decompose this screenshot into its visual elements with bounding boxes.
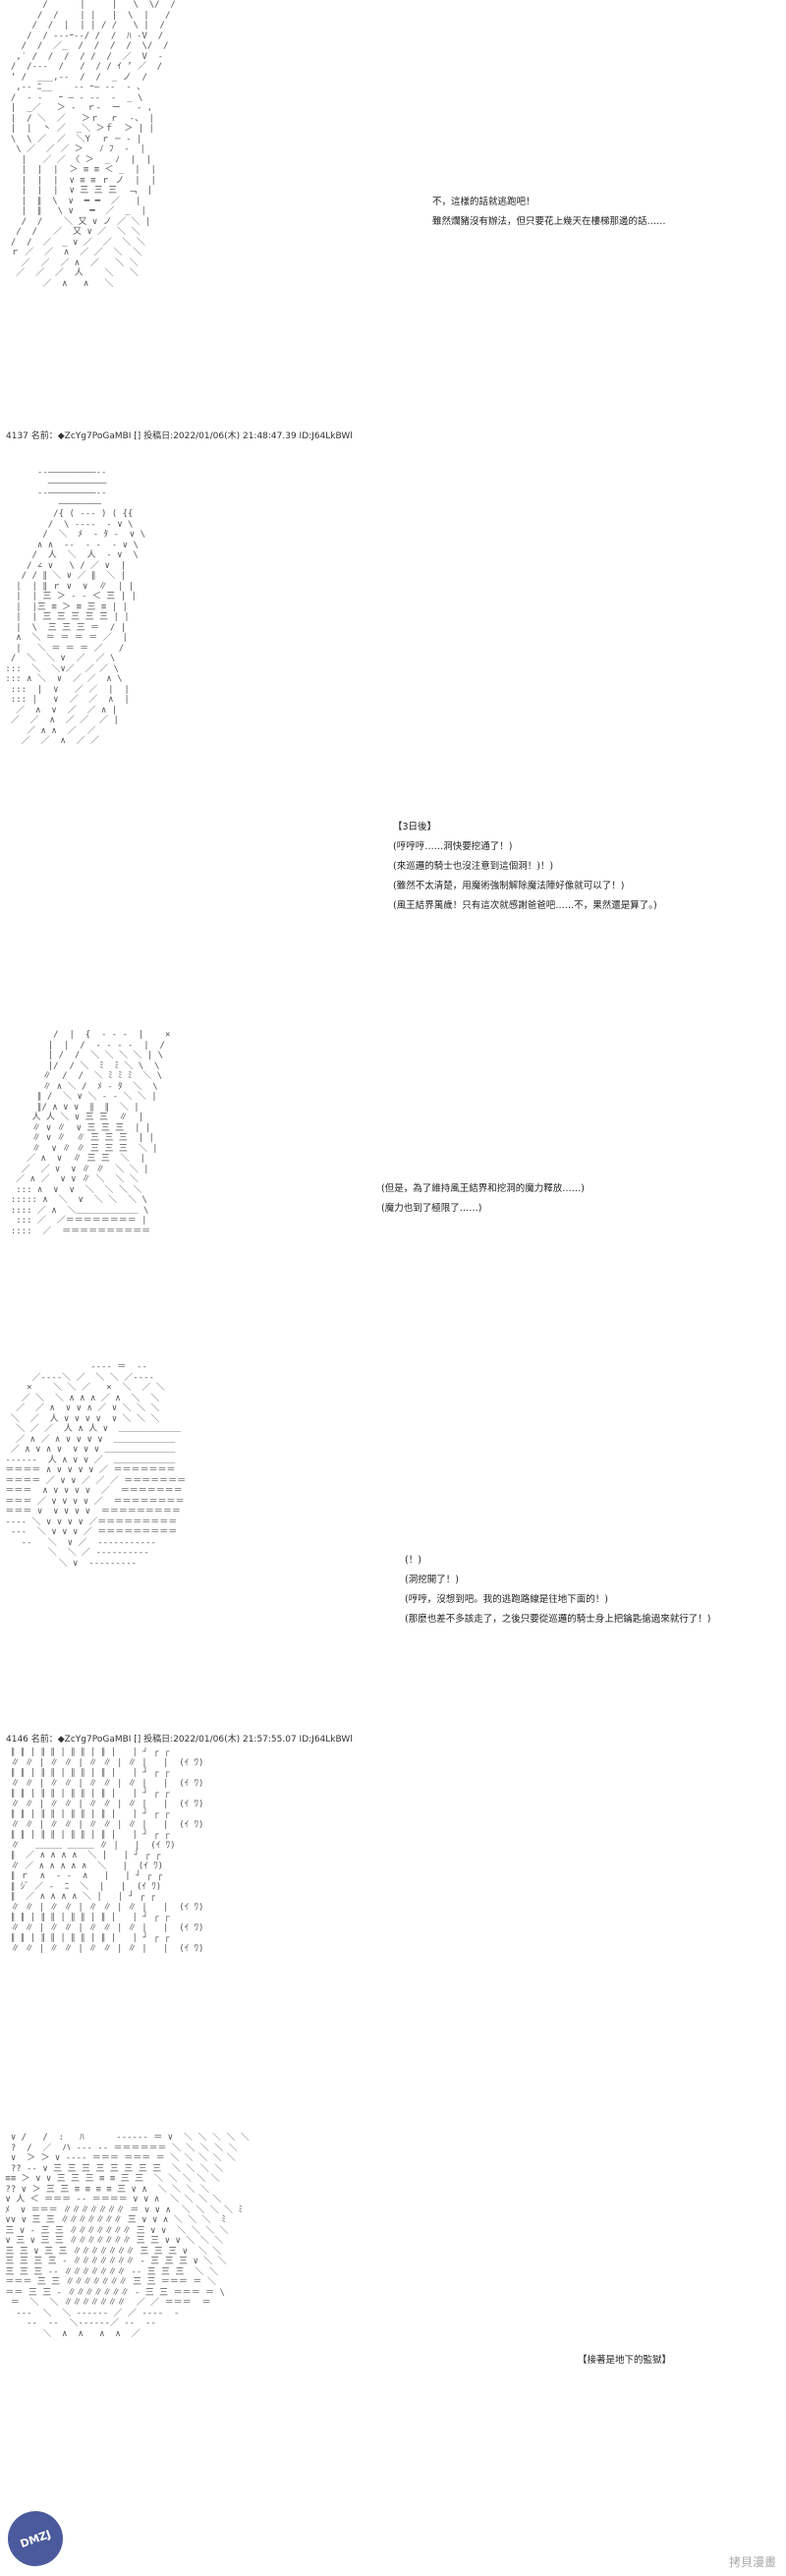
dialogue-line: 【3日後】 — [393, 822, 437, 832]
dialogue-line: 【接著是地下的監獄】 — [578, 2355, 672, 2366]
dialogue-panel-1: 不，這樣的話就逃跑吧！ 雖然爛豬沒有辦法，但只要花上幾天在樓梯那邊的話…… — [432, 193, 666, 232]
dialogue-line: (哼哼，沒想到吧。我的逃跑路線是往地下面的！) — [405, 1594, 608, 1605]
dialogue-line: (哼哼哼……洞快要挖通了！) — [393, 841, 513, 852]
ascii-art-panel-6: ∨ / / : ﾊ ‐‐‐‐‐‐ ＝ ∨ ＼ ＼ ＼ ＼ ＼ ? / ／ ハ ‐… — [5, 2133, 250, 2339]
dialogue-line: (洞挖開了！) — [405, 1574, 459, 1585]
dialogue-line: (來巡邏的騎士也沒注意到這個洞！)！) — [393, 861, 554, 872]
ascii-art-panel-1: / | | \ \/ / / / | | | \ | / / / | | | /… — [10, 0, 176, 289]
dialogue-line: 不，這樣的話就逃跑吧！ — [432, 197, 535, 207]
dialogue-panel-6: 【接著是地下的監獄】 — [578, 2351, 671, 2371]
ascii-art-panel-3: / | { ‐ ‐ ‐ | × | | / ‐ ‐ ‐ ‐ | / | / / … — [10, 1030, 171, 1236]
dialogue-panel-4: (！) (洞挖開了！) (哼哼，沒想到吧。我的逃跑路線是往地下面的！) (那麼也… — [405, 1551, 710, 1630]
dialogue-line: (但是，為了維持風王結界和挖洞的魔力釋放……) — [381, 1183, 585, 1194]
ascii-art-panel-4: ‐‐‐‐ ＝ ‐‐ ／‐‐‐‐＼ ／ ＼ ＼ ／‐‐‐‐ × ＼ ＼ ／ × ＼… — [5, 1362, 187, 1569]
dialogue-line: (魔力也到了極限了……) — [381, 1203, 482, 1214]
dialogue-line: 雖然爛豬沒有辦法，但只要花上幾天在樓梯那邊的話…… — [432, 216, 666, 227]
ascii-art-panel-2: ‐‐―――――――――‐‐ ――――――――――― ‐‐―――――――――‐‐ … — [5, 468, 146, 746]
site-watermark: 拷貝漫畫 — [728, 2555, 776, 2569]
dialogue-panel-3: (但是，為了維持風王結界和挖洞的魔力釋放……) (魔力也到了極限了……) — [381, 1179, 585, 1219]
dialogue-line: (那麼也差不多該走了，之後只要從巡邏的騎士身上把鑰匙搶過來就行了！) — [405, 1614, 711, 1625]
dialogue-line: (雖然不太清楚，用魔術強制解除魔法陣好像就可以了！) — [393, 881, 625, 891]
dialogue-line: (風王結界萬歲！只有這次就感謝爸爸吧……不，果然還是算了。) — [393, 900, 657, 911]
dialogue-line: (！) — [405, 1555, 421, 1566]
ascii-art-panel-5: ∥ ∥ | ∥ ∥ | ∥ ∥ | ∥ | | ┘ ┌ ┌ ∥ ∥ | ∥ ∥ … — [10, 1747, 204, 1954]
post-header-4146: 4146 名前：◆ZcYg7PoGaMBI [] 投稿日:2022/01/06(… — [6, 1735, 353, 1745]
dialogue-panel-2: 【3日後】 (哼哼哼……洞快要挖通了！) (來巡邏的騎士也沒注意到這個洞！)！)… — [393, 818, 657, 916]
post-header-4137: 4137 名前：◆ZcYg7PoGaMBI [] 投稿日:2022/01/06(… — [6, 431, 353, 441]
